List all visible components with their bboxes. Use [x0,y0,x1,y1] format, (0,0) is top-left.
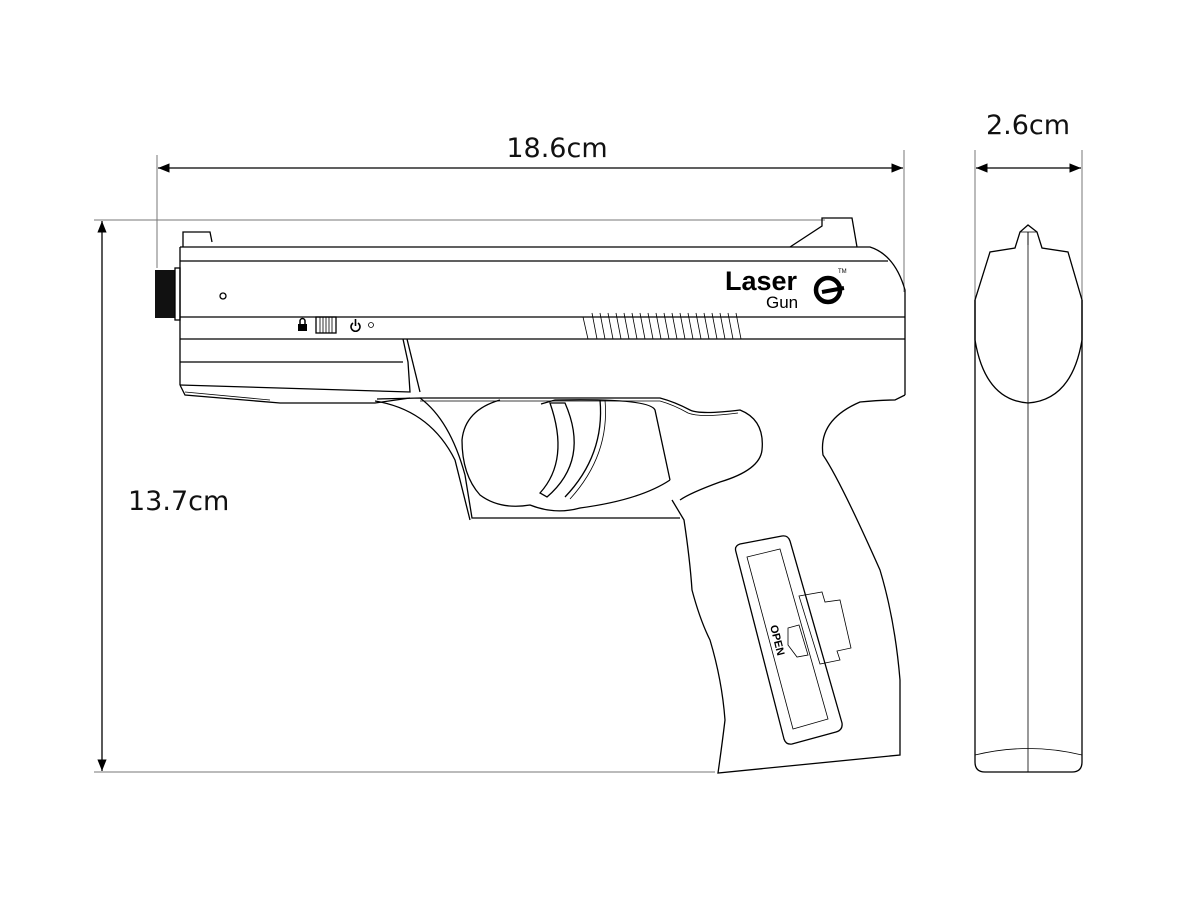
width-label: 2.6cm [986,110,1070,141]
height-label: 13.7cm [128,486,229,517]
gun-rear-view [974,224,1083,773]
open-label: OPEN [767,624,786,657]
slide-serrations [582,312,742,340]
safety-switch [298,316,374,334]
length-dimension: 18.6cm [156,133,905,292]
width-dimension: 2.6cm [974,110,1083,300]
laser-gun-logo: Laser Gun TM [725,266,847,312]
power-icon [350,319,361,332]
gun-side-view: OPEN Laser Gun TM [155,217,906,774]
length-label: 18.6cm [506,133,607,164]
svg-text:Gun: Gun [766,293,798,312]
svg-text:TM: TM [838,269,847,275]
svg-text:Laser: Laser [725,266,798,296]
height-dimension: 13.7cm [94,219,825,773]
lock-icon [298,324,307,331]
muzzle-cap [155,270,175,318]
battery-door: OPEN [734,535,852,745]
